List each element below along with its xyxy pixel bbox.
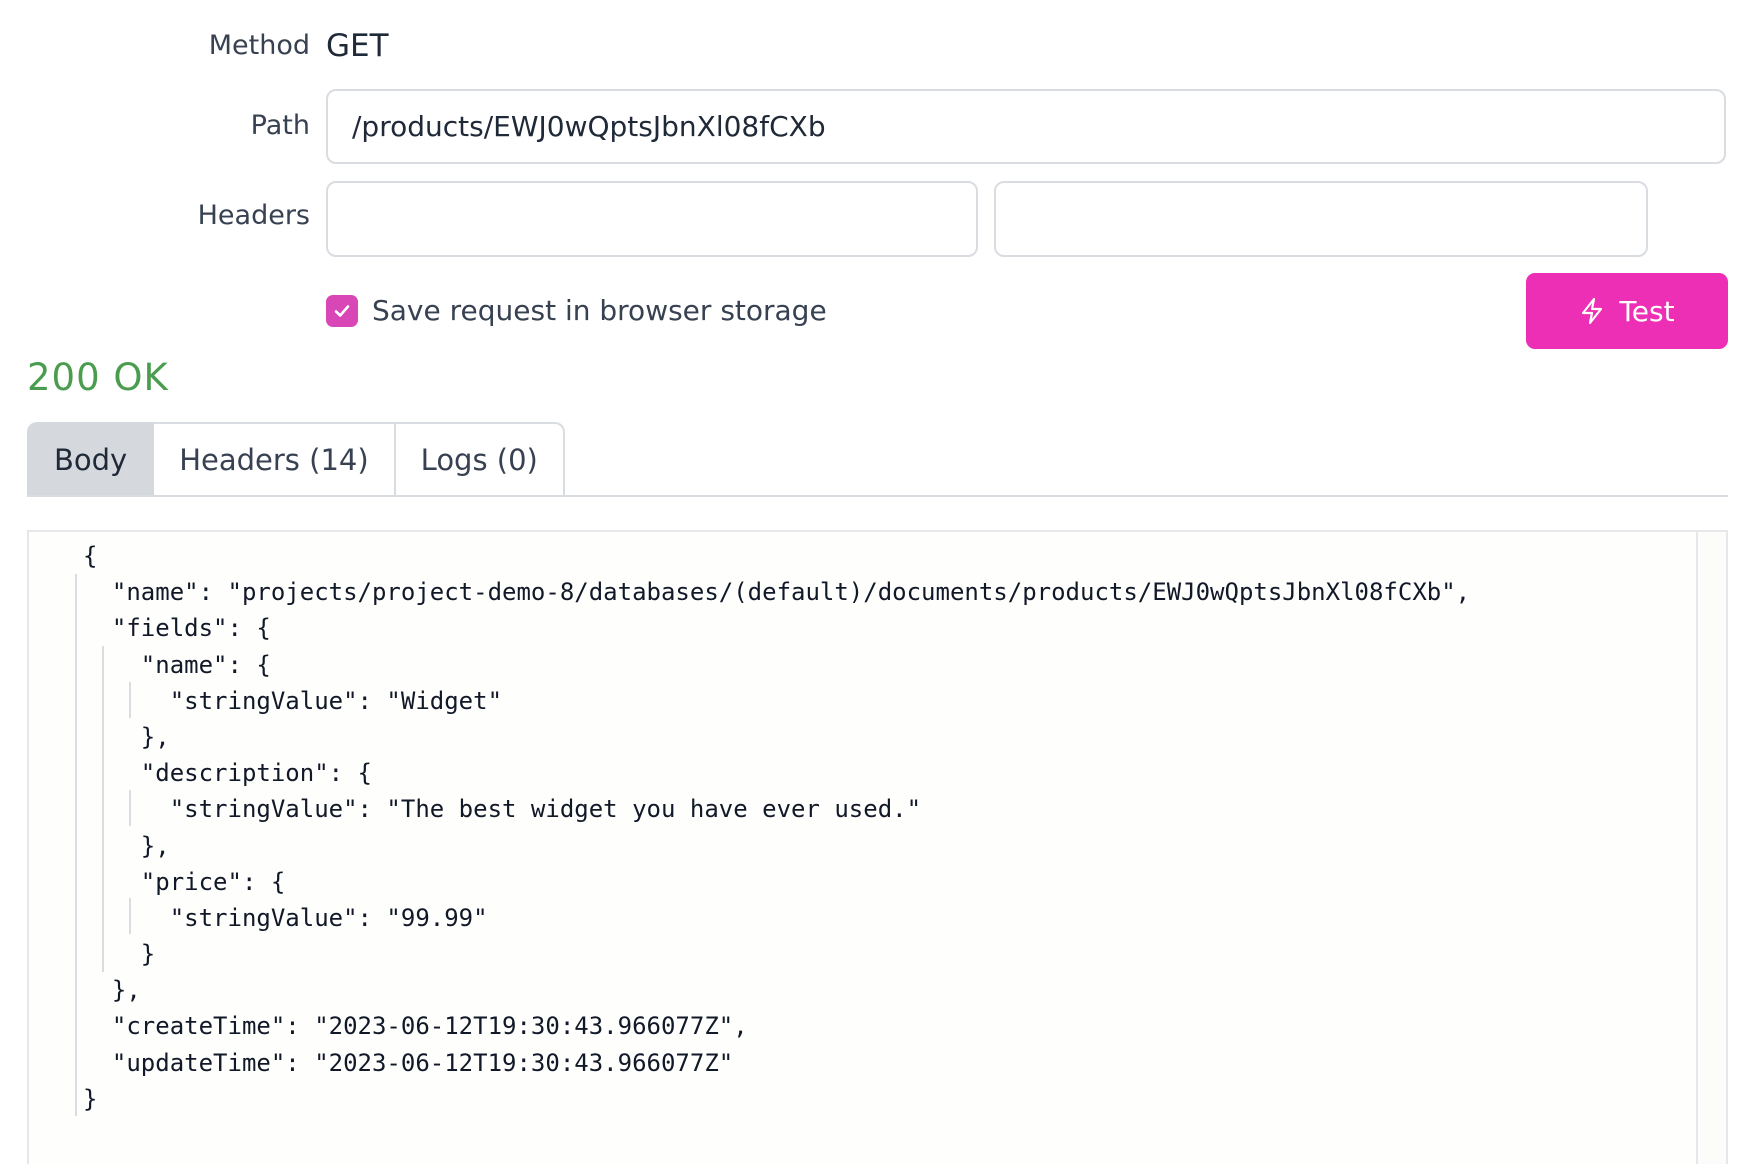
headers-label: Headers (197, 200, 310, 231)
path-label: Path (250, 110, 310, 141)
indent-guide (129, 682, 131, 718)
method-value: GET (326, 28, 389, 64)
response-body-panel[interactable]: { "name": "projects/project-demo-8/datab… (27, 530, 1728, 1164)
json-line: } (83, 1084, 98, 1113)
json-line: }, (83, 976, 141, 1005)
path-input[interactable] (326, 89, 1726, 164)
method-label: Method (208, 30, 310, 61)
tab-body[interactable]: Body (27, 422, 155, 496)
test-button[interactable]: Test (1526, 273, 1728, 349)
json-line: } (83, 940, 156, 969)
json-line: "updateTime": "2023-06-12T19:30:43.96607… (83, 1048, 734, 1077)
json-line: "stringValue": "99.99" (83, 903, 488, 932)
response-status: 200 OK (27, 356, 169, 399)
tab-divider (27, 495, 1728, 497)
header-value-input[interactable] (994, 181, 1648, 257)
json-line: { (83, 542, 98, 570)
indent-guide (75, 574, 77, 1116)
tab-logs[interactable]: Logs (0) (395, 422, 565, 496)
json-line: }, (83, 722, 170, 751)
checkmark-icon (334, 304, 350, 317)
json-line: "description": { (83, 759, 372, 788)
save-request-checkbox[interactable] (326, 294, 358, 327)
json-line: }, (83, 831, 170, 860)
json-line: "price": { (83, 867, 286, 896)
lightning-bolt-icon (1582, 297, 1603, 325)
json-line: "stringValue": "The best widget you have… (83, 795, 922, 824)
header-key-input[interactable] (326, 181, 978, 257)
indent-guide (129, 790, 131, 826)
test-button-label: Test (1619, 294, 1675, 328)
json-line: "createTime": "2023-06-12T19:30:43.96607… (83, 1012, 748, 1041)
json-line: "name": "projects/project-demo-8/databas… (83, 578, 1471, 607)
json-line: "fields": { (83, 614, 271, 643)
indent-guide (102, 646, 104, 972)
indent-guide (129, 898, 131, 934)
json-line: "stringValue": "Widget" (83, 686, 503, 715)
response-tabs: Body Headers (14) Logs (0) (27, 422, 565, 496)
scrollbar[interactable] (1696, 532, 1726, 1164)
save-request-label: Save request in browser storage (372, 294, 827, 327)
json-body: { "name": "projects/project-demo-8/datab… (83, 538, 1470, 1117)
save-request-option[interactable]: Save request in browser storage (326, 294, 827, 327)
tab-headers[interactable]: Headers (14) (154, 422, 396, 496)
json-line: "name": { (83, 650, 271, 679)
